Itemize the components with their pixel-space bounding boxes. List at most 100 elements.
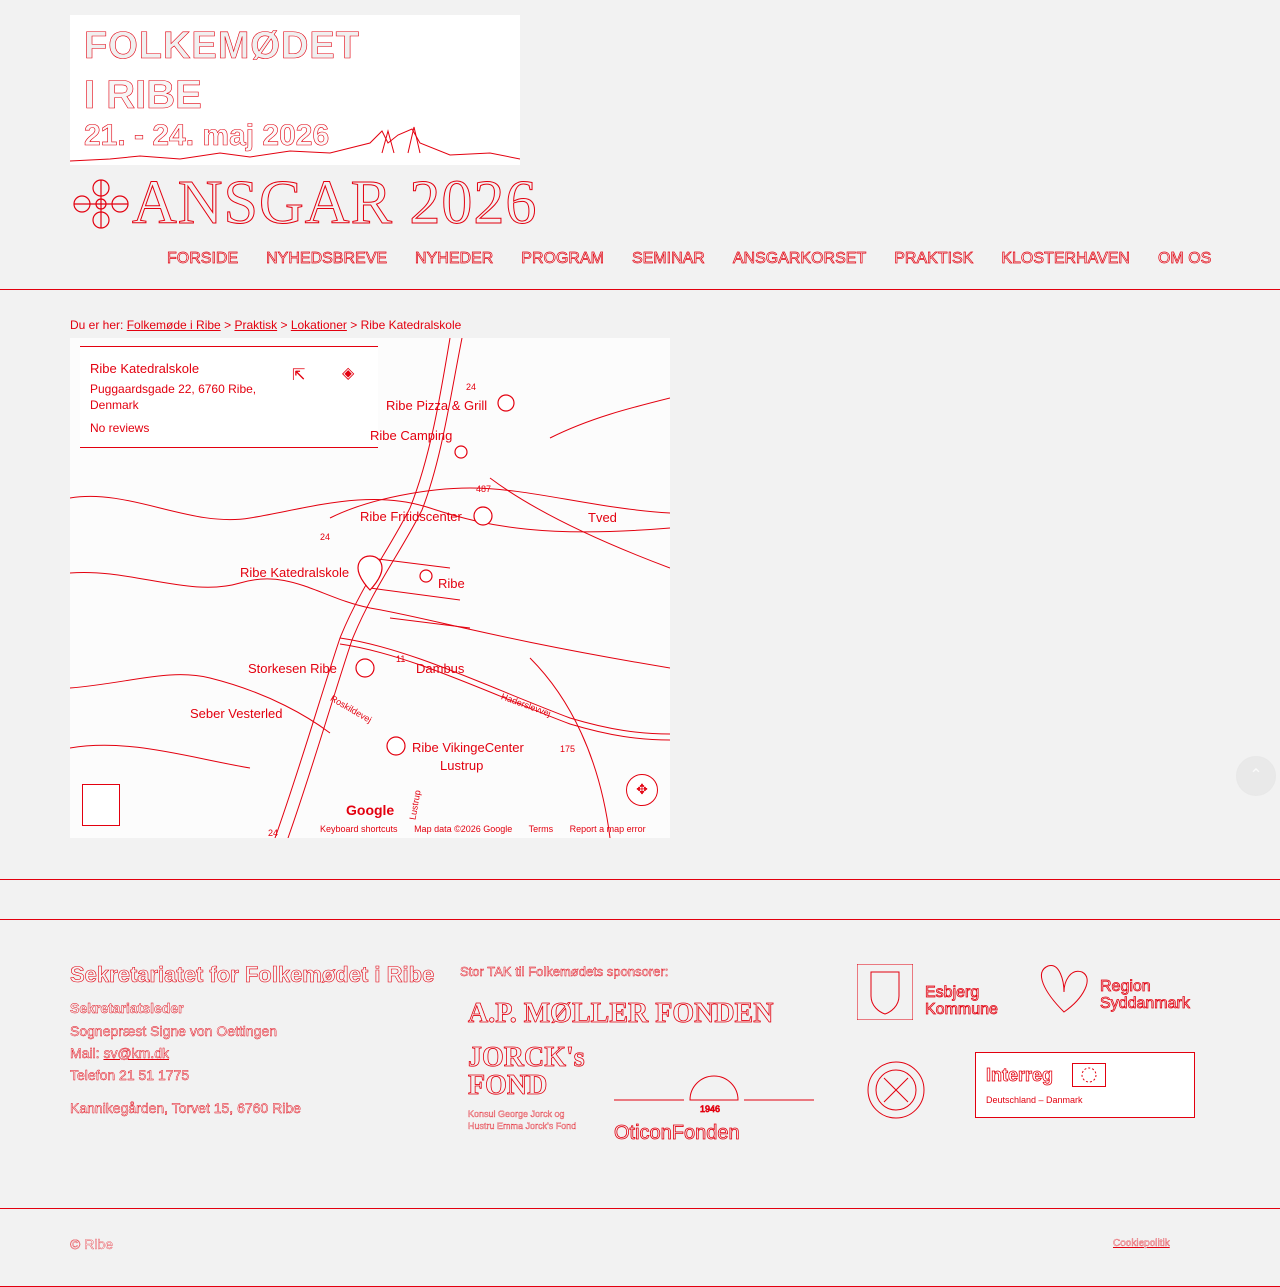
banner-title: FOLKEMØDET [84,25,360,68]
footer-bottom-divider [0,1208,1280,1209]
map-roads [70,338,670,838]
copyright: © Ribe [70,1236,113,1252]
region-butterfly-icon [1040,965,1088,1013]
breadcrumb-sep: > [224,318,232,332]
road-shield: 11 [396,654,406,664]
road-shield-487: 487 [476,484,492,494]
footer-mail-link[interactable]: sv@km.dk [103,1045,170,1061]
scroll-top-button[interactable]: ⌃ [1236,756,1276,796]
terms-link[interactable]: Terms [528,824,554,834]
interreg-name: Interreg [986,1065,1054,1086]
cookie-policy-link[interactable]: Cookiepolitik [1113,1238,1170,1249]
map-label-pizza[interactable]: Ribe Pizza & Grill [386,398,488,413]
sponsor-moller-logo[interactable]: A.P. MØLLER FONDEN [468,998,774,1030]
road-shield: 24 [268,828,279,838]
sponsor-seal-icon[interactable] [866,1060,926,1120]
jorck-line1: JORCK's [468,1042,585,1073]
header-banner[interactable]: FOLKEMØDET I RIBE 21. - 24. maj 2026 [70,15,520,165]
brand-logo[interactable]: ANSGAR 2026 [70,169,537,238]
map-label-viking[interactable]: Ribe VikingeCenter [412,740,524,755]
sponsor-jorck-subtitle: Konsul George Jorck og Hustru Emma Jorck… [468,1108,577,1132]
nav-item-klosterhaven[interactable]: KLOSTERHAVEN [1001,250,1130,268]
footer-top-divider [0,919,1280,920]
header-divider [0,289,1280,290]
jorck-line2: FOND [468,1070,548,1101]
breadcrumb-current: Ribe Katedralskole [360,318,462,332]
footer-title: Sekretariatet for Folkemødet i Ribe [70,962,435,988]
nav-item-seminar[interactable]: SEMINAR [631,250,706,268]
road-shield: 24 [320,532,331,542]
jorck-line3: Konsul George Jorck og [468,1109,565,1119]
map-label-seber: Seber Vesterled [190,706,283,721]
region-line1: Region [1100,978,1152,996]
nav-item-om-os[interactable]: OM OS [1157,250,1212,268]
footer-mail-label: Mail: [70,1045,100,1061]
place-address: Puggaardsgade 22, 6760 Ribe, Denmark [90,382,257,412]
google-logo: Google [346,802,395,818]
obel-name: OticonFonden [614,1122,740,1145]
open-in-maps-icon[interactable]: ⇱ [292,367,306,384]
keyboard-shortcuts-link[interactable]: Keyboard shortcuts [320,824,398,834]
footer-address: Kannikegården, Torvet 15, 6760 Ribe [70,1100,301,1116]
footer-lead-label: Sekretariatsleder [70,1000,184,1016]
nav-item-praktisk[interactable]: PRAKTISK [894,250,974,268]
map-label-camping[interactable]: Ribe Camping [370,428,453,443]
map-pan-control-icon[interactable]: ✥ [626,774,658,806]
sponsor-esbjerg-logo[interactable]: Esbjerg Kommune [857,964,1013,1022]
map-label-lustrup: Lustrup [440,758,484,773]
breadcrumb-home[interactable]: Folkemøde i Ribe [126,318,221,332]
breadcrumb-prefix: Du er her: [70,318,124,332]
map-label-tved: Tved [588,510,617,525]
place-name: Ribe Katedralskole [90,361,200,376]
breadcrumb-lokationer[interactable]: Lokationer [290,318,347,332]
esbjerg-crest-icon [857,964,913,1020]
brand-wordmark: ANSGAR 2026 [131,169,538,238]
eu-flag-icon [1072,1063,1106,1087]
footer-phone: Telefon 21 51 1775 [70,1067,190,1083]
sponsor-jorck-logo[interactable]: JORCK's FOND [468,1042,585,1101]
report-map-error-link[interactable]: Report a map error [569,824,646,834]
map-label-storkesen[interactable]: Storkesen Ribe [248,661,337,676]
map-attribution: Keyboard shortcuts Map data ©2026 Google… [320,824,660,834]
map-label-dambus[interactable]: Dambus [416,661,465,676]
esbjerg-line1: Esbjerg [925,984,980,1002]
nav-item-nyheder[interactable]: NYHEDER [415,250,494,268]
banner-date: 21. - 24. maj 2026 [84,119,330,153]
nav-item-program[interactable]: PROGRAM [521,250,604,268]
content-divider [0,879,1280,880]
sunrise-icon [614,1075,814,1101]
place-card[interactable]: Ribe Katedralskole Puggaardsgade 22, 676… [80,346,378,448]
breadcrumb-sep: > [280,318,288,332]
breadcrumb-sep: > [350,318,358,332]
footer-mail-row: Mail: sv@km.dk [70,1045,169,1061]
map-label-katedral[interactable]: Ribe Katedralskole [240,565,350,580]
sponsor-region-logo[interactable]: Region Syddanmark [1034,962,1196,1024]
nav-item-nyhedsbreve[interactable]: NYHEDSBREVE [266,250,388,268]
map-type-toggle[interactable] [82,784,120,826]
jorck-line4: Hustru Emma Jorck's Fond [468,1121,577,1131]
place-reviews[interactable]: No reviews [90,421,150,435]
esbjerg-line2: Kommune [925,1001,999,1019]
sponsor-obel-logo[interactable]: 1946 OticonFonden [614,1074,814,1146]
sponsor-interreg-logo[interactable]: Interreg Deutschland – Danmark [975,1052,1195,1118]
google-map[interactable]: Ribe Katedralskole Puggaardsgade 22, 676… [70,338,670,838]
main-nav: FORSIDE NYHEDSBREVE NYHEDER PROGRAM SEMI… [167,250,1217,272]
directions-icon[interactable]: ◈ [342,365,355,382]
footer-lead-name: Sognepræst Signe von Oettingen [70,1023,278,1039]
nav-item-forside[interactable]: FORSIDE [167,250,239,268]
breadcrumb: Du er her: Folkemøde i Ribe > Praktisk >… [70,318,461,332]
banner-subtitle: I RIBE [84,73,202,118]
interreg-subtitle: Deutschland – Danmark [986,1095,1083,1105]
road-shield: 24 [466,382,477,392]
breadcrumb-praktisk[interactable]: Praktisk [234,318,278,332]
map-data-text: Map data ©2026 Google [414,824,513,834]
ansgar-cross-icon [73,179,129,229]
map-label-fritid[interactable]: Ribe Fritidscenter [360,509,462,524]
nav-item-ansgarkorset[interactable]: ANSGARKORSET [732,250,867,268]
map-label-ribe: Ribe [438,576,465,591]
skyline-drawing [70,126,520,162]
sponsors-label: Stor TAK til Folkemødets sponsorer: [460,964,669,979]
region-line2: Syddanmark [1100,995,1191,1013]
road-shield-175: 175 [560,744,576,754]
obel-year: 1946 [700,1104,721,1115]
